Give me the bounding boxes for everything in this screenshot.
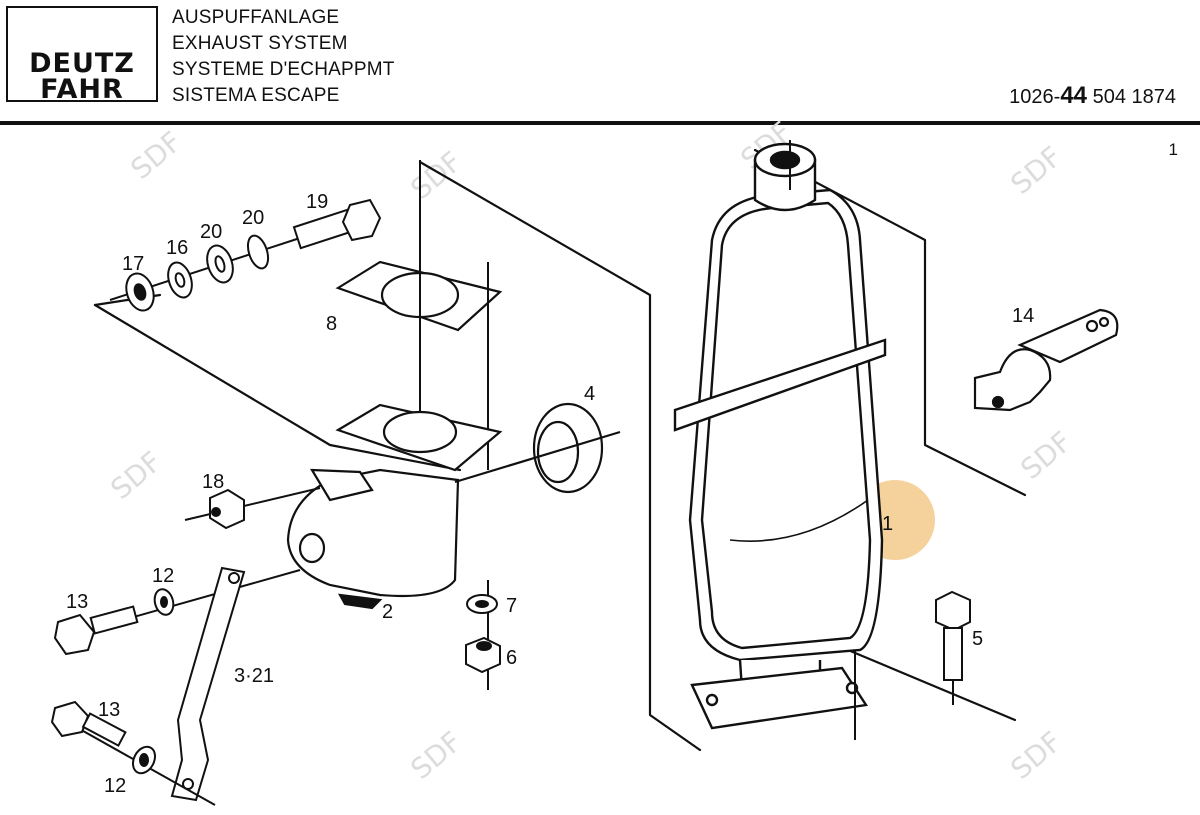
nut-6-hole [476,641,492,651]
assembly-line-center [418,160,702,752]
washer-16-hole [174,272,186,288]
muffler-1 [673,140,887,740]
callout-19: 19 [306,191,328,213]
seal-ring-inner [536,420,580,484]
muffler-inlet-bore [769,150,801,170]
title-english: EXHAUST SYSTEM [172,33,348,54]
bolt-13a-shank [89,605,139,635]
callout-5: 5 [972,628,983,650]
watermark-sdf: SDF [1014,425,1078,486]
assembly-lines [93,148,1027,752]
callout-20b: 20 [242,207,264,229]
exhaust-elbow-2 [286,403,503,610]
elbow-outlet [298,532,326,564]
page-header: DEUTZ FAHR AUSPUFFANLAGE EXHAUST SYSTEM … [0,0,1200,159]
muffler-inner-outline [700,201,872,650]
bolt-19-head [341,198,382,242]
watermark-sdf: SDF [404,725,468,786]
washer-12b-hole [139,753,149,767]
sheet-number: 1 [1168,140,1178,159]
elbow-flange-bore [382,410,458,454]
elbow-body [286,468,460,598]
watermark-sdf: SDF [1004,140,1068,201]
callout-2: 2 [382,601,393,623]
gasket-8 [335,160,503,470]
title-spanish: SISTEMA ESCAPE [172,85,340,106]
washer-12a-hole [160,596,168,608]
callout-12a: 12 [152,565,174,587]
flange-hole-1 [705,693,719,707]
title-french: SYSTEME D'ECHAPPMT [172,59,395,80]
callout-13b: 13 [98,699,120,721]
washer-20-b [246,234,270,270]
muffler-strap [673,338,887,432]
watermark-sdf: SDF [124,125,188,186]
seal-ring-4 [454,402,621,494]
bolt-5 [935,590,971,705]
nut-18-hole [211,507,221,517]
callout-13a: 13 [66,591,88,613]
bolt-13a-head [53,613,96,656]
washer-17-hole [133,283,147,301]
part-number-group: 44 [1060,82,1088,109]
elbow-side-boss [310,468,374,502]
bolt-5-shank [943,627,963,681]
washer-7-hole [475,600,489,608]
callout-6: 6 [506,647,517,669]
muffler-outlet-flange [690,666,869,730]
title-block: AUSPUFFANLAGE EXHAUST SYSTEM SYSTEME D'E… [172,5,395,109]
clamp-14-bolt [991,395,1005,409]
clamp-14 [973,308,1119,412]
bracket-3-21 [170,566,246,802]
nut-18 [184,487,321,530]
elbow-drain [337,593,383,610]
washer-20-a-hole [214,255,226,273]
bolt-13b-shank [81,712,127,747]
logo-text-line1: DEUTZ [29,48,135,79]
callout-17: 17 [122,253,144,275]
bolt-19-group [109,198,382,312]
callout-14: 14 [1012,305,1034,327]
bolt-5-head [935,590,971,632]
assembly-line-bolt [846,648,1017,722]
title-german: AUSPUFFANLAGE [172,7,340,28]
callout-18: 18 [202,471,224,493]
callout-4: 4 [584,383,595,405]
callout-20a: 20 [200,221,222,243]
part-number-prefix: 1026- [1009,86,1061,108]
clamp-14-body [973,348,1052,412]
assembly-line-left [93,303,462,472]
watermark-sdf: SDF [104,445,168,506]
watermark-sdf: SDF [404,145,468,206]
clamp-14-pivot-1 [1085,319,1099,333]
part-number-suffix: 504 1874 [1087,86,1176,108]
bracket-group [50,566,301,806]
muffler-seam [729,499,869,542]
callout-labels: 1 2 4 5 6 7 8 12 12 13 13 14 16 17 18 19… [66,191,1034,797]
callout-7: 7 [506,595,517,617]
nut-18-axis [184,487,321,521]
bracket-top-hole [228,572,240,584]
assembly-line-right [753,148,1027,497]
nut-18-body [209,488,245,530]
callout-12b: 12 [104,775,126,797]
brand-logo: DEUTZ FAHR [6,6,158,105]
callout-3-21: 3·21 [234,665,274,687]
watermark-sdf: SDF [1004,725,1068,786]
clamp-14-pivot-2 [1098,316,1110,328]
bolt-13b-head [50,700,90,738]
callout-16: 16 [166,237,188,259]
seal-axis-line [454,430,621,484]
header-rule [0,121,1200,125]
callout-8: 8 [326,313,337,335]
part-number: 1026-44 504 1874 [1009,82,1176,110]
callout-1: 1 [882,513,893,535]
washer-7-nut-6 [465,580,501,690]
logo-text-line2: FAHR [40,74,124,105]
